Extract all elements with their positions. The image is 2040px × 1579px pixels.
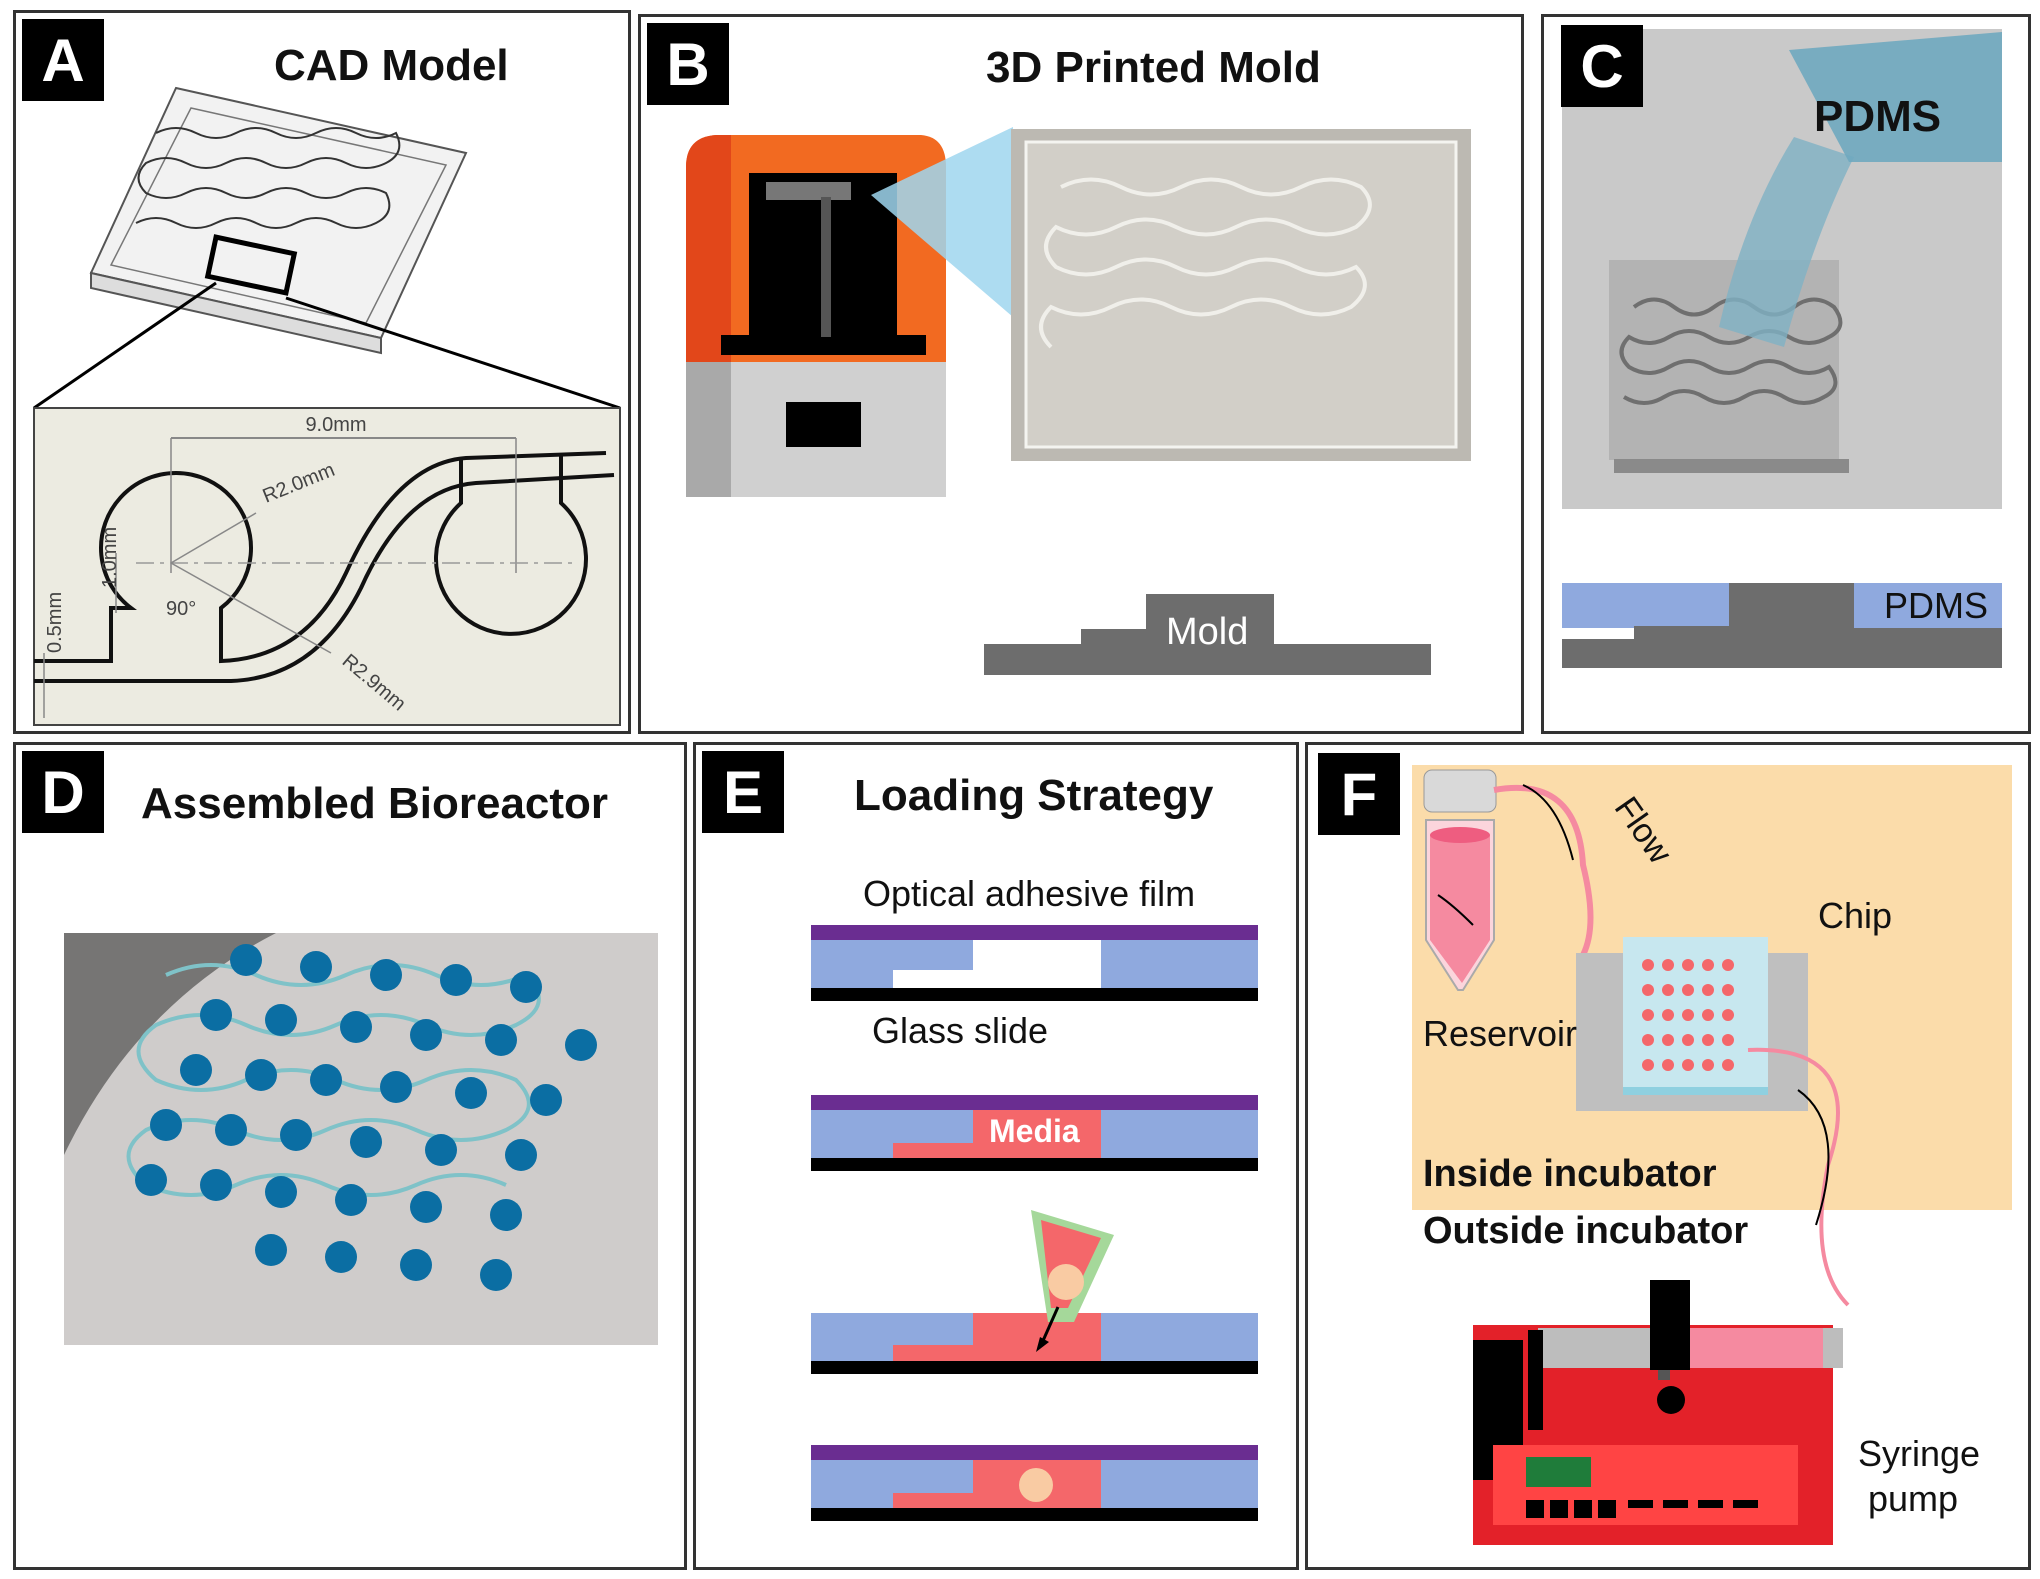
- pdms-pouring-illustration: [1562, 29, 2002, 668]
- panel-b: B 3D Printed Mold Mold: [638, 14, 1524, 734]
- pdms-layer-label: PDMS: [1884, 585, 1989, 626]
- panel-d-title: Assembled Bioreactor: [141, 779, 609, 828]
- cad-model-drawing: 9.0mm R2.0mm R2.9mm 1.0mm 0.5mm 90°: [33, 86, 621, 726]
- panel-d: D Assembled Bioreactor: [13, 742, 687, 1570]
- panel-e-title: Loading Strategy: [854, 771, 1214, 820]
- pump-label-line2: pump: [1868, 1478, 1959, 1519]
- panel-e: E Loading Strategy Optical adhesive film…: [693, 742, 1299, 1570]
- outside-incubator-label: Outside incubator: [1423, 1210, 1749, 1252]
- panel-f: F Flow Chip Reservoir Inside incubator O…: [1305, 742, 2031, 1570]
- step-2-media-filled: [811, 1095, 1258, 1171]
- panel-d-label: D: [22, 751, 104, 833]
- step-4-sealed-cell: [811, 1445, 1258, 1521]
- pdms-cup-label: PDMS: [1814, 92, 1942, 141]
- pdms-stream: [1719, 137, 1854, 347]
- panel-f-label: F: [1318, 753, 1400, 835]
- dim-angle: 90°: [166, 598, 196, 620]
- dim-h2: 0.5mm: [44, 592, 66, 653]
- inside-incubator-label: Inside incubator: [1423, 1153, 1717, 1195]
- syringe-pump: [1473, 1280, 1843, 1545]
- panel-b-label: B: [647, 23, 729, 105]
- step-1-empty-chip: [811, 925, 1258, 1001]
- loading-steps-diagram: [811, 925, 1258, 1521]
- dim-width: 9.0mm: [305, 414, 366, 436]
- panel-a: A CAD Model 9.0mm R2.0mm: [13, 10, 631, 734]
- printer-icon: [686, 135, 946, 497]
- panel-c-label: C: [1561, 25, 1643, 107]
- pdms-cup: [1789, 32, 2002, 162]
- pump-label-line1: Syringe: [1858, 1433, 1981, 1474]
- panel-a-label: A: [22, 19, 104, 101]
- step-3-loading-cell: [811, 1210, 1258, 1374]
- perfusion-setup-diagram: [1412, 765, 2012, 1545]
- dim-h1: 1.0mm: [99, 527, 121, 588]
- film-label: Optical adhesive film: [863, 873, 1196, 914]
- reservoir-label: Reservoir: [1423, 1013, 1578, 1054]
- mold-illustration: [686, 127, 1471, 675]
- panel-e-label: E: [702, 751, 784, 833]
- cad-chip-isometric: [89, 86, 468, 355]
- bioreactor-photo: [64, 933, 658, 1345]
- media-label: Media: [989, 1113, 1080, 1149]
- panel-b-title: 3D Printed Mold: [986, 43, 1321, 92]
- mold-profile: [984, 594, 1431, 675]
- mold-label: Mold: [1166, 611, 1249, 653]
- chip-chambers: [1642, 959, 1734, 1071]
- mold-photo: [1011, 129, 1471, 461]
- panel-a-title: CAD Model: [274, 41, 509, 90]
- chip-label: Chip: [1818, 895, 1893, 936]
- cad-detail-view: 9.0mm R2.0mm R2.9mm 1.0mm 0.5mm 90°: [33, 407, 621, 726]
- panel-c: C PDMS PDMS: [1541, 14, 2031, 734]
- glass-label: Glass slide: [872, 1010, 1049, 1051]
